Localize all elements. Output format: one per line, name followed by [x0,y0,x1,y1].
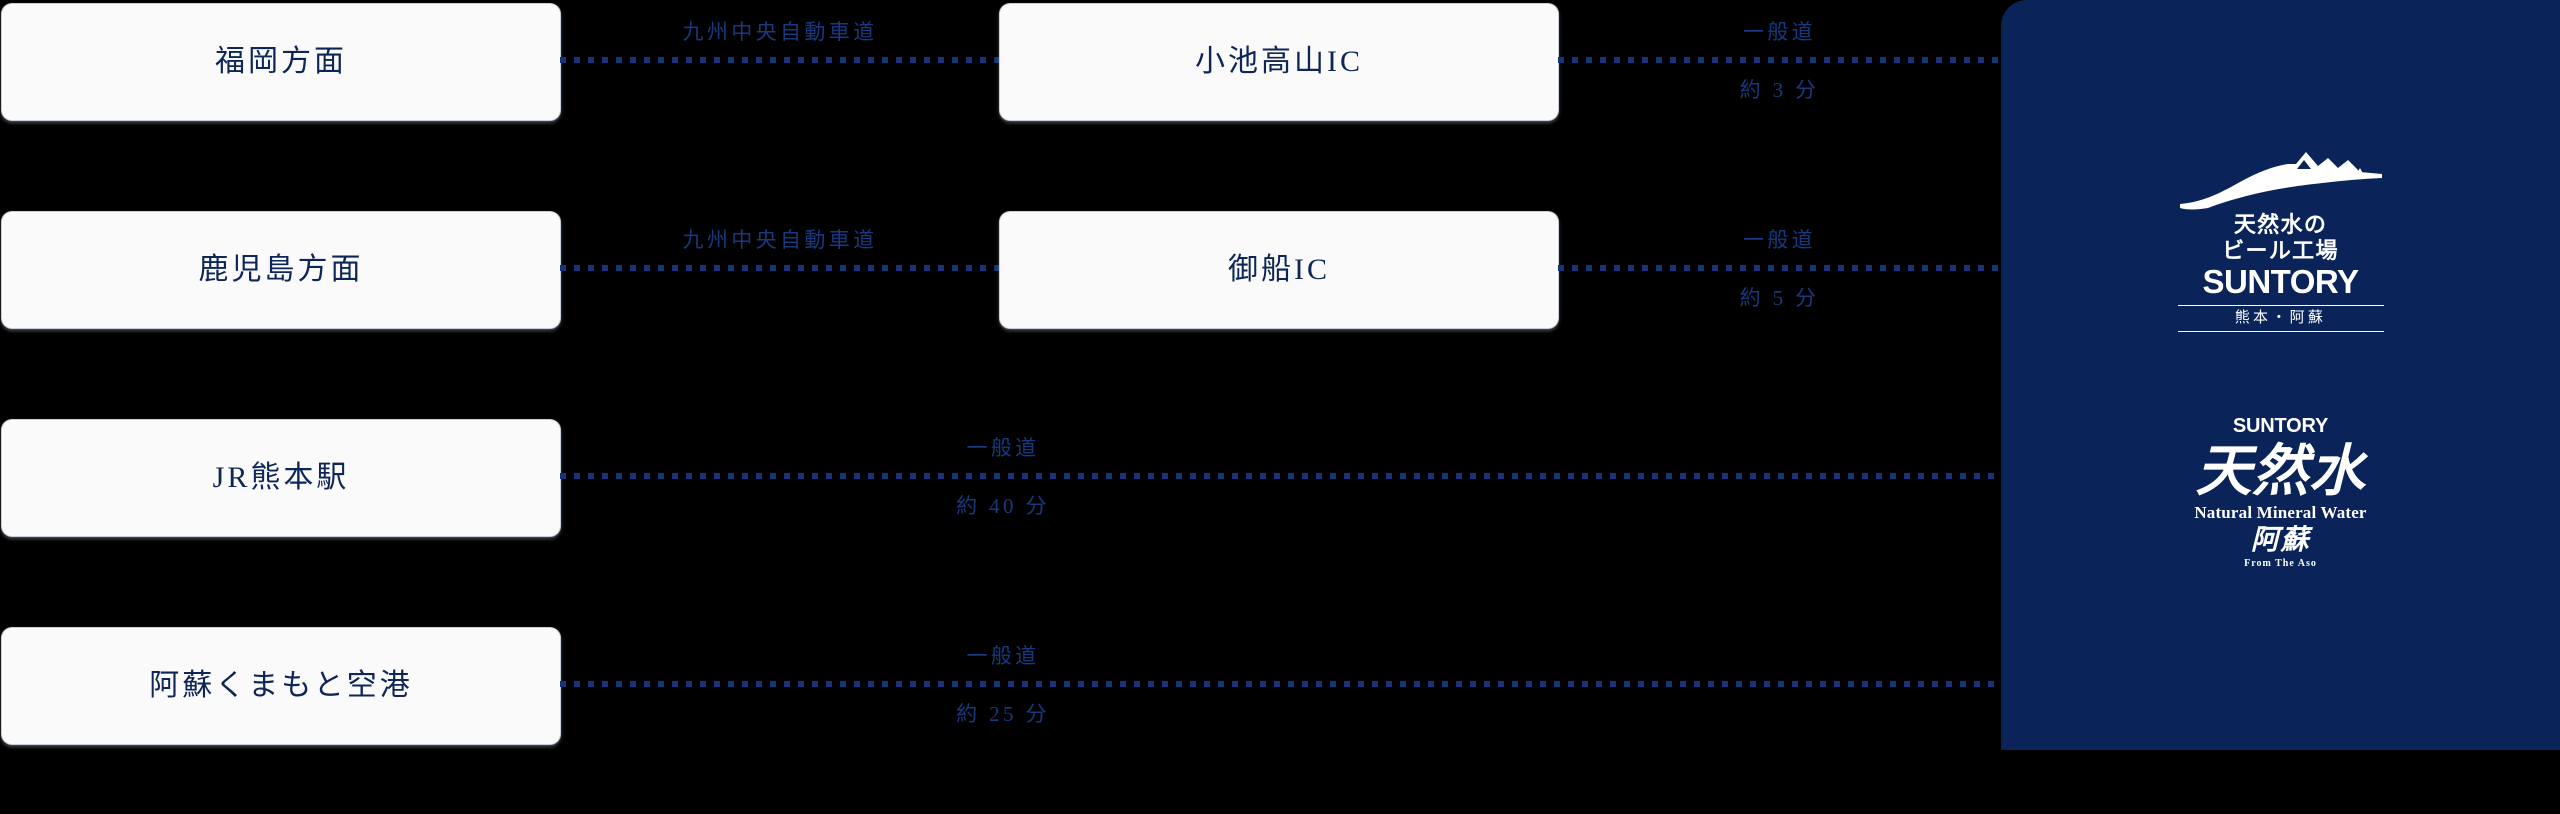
tennensui-kanji: 天然水 [2195,438,2366,504]
route-row: JR熊本駅 一般道 約 40 分 [0,416,2001,606]
brand-panel-content: 天然水の ビール工場 SUNTORY 熊本・阿蘇 SUNTORY 天然水 Nat… [2001,0,2560,750]
beer-logo-place: 熊本・阿蘇 [2234,308,2327,326]
tennensui-english: Natural Mineral Water [2194,502,2367,522]
route-list: 福岡方面 九州中央自動車道 小池高山IC 一般道 約 3 分 鹿児島方面 九州中… [0,0,2001,744]
route-link-duration-label: 約 5 分 [1739,286,1820,310]
brand-panel: 天然水の ビール工場 SUNTORY 熊本・阿蘇 SUNTORY 天然水 Nat… [2001,0,2560,750]
route-link-segment-2 [560,473,2001,479]
route-origin-label: JR熊本駅 [212,461,350,494]
route-origin-label: 福岡方面 [215,45,347,78]
route-link-segment-2 [1558,57,2001,63]
route-origin-box[interactable]: JR熊本駅 [2,420,560,536]
route-origin-label: 阿蘇くまもと空港 [149,669,413,702]
route-link-road-label: 一般道 [966,644,1040,668]
suntory-wordmark: SUNTORY [2232,415,2329,437]
route-link-road-label: 一般道 [1742,228,1817,252]
access-route-diagram: 福岡方面 九州中央自動車道 小池高山IC 一般道 約 3 分 鹿児島方面 九州中… [0,0,2560,750]
beer-logo-line-2: ビール工場 [2222,237,2339,263]
route-link-road-label: 一般道 [1742,20,1817,44]
route-link-road-label: 一般道 [966,436,1040,460]
route-origin-box[interactable]: 阿蘇くまもと空港 [2,628,560,744]
route-link-duration-label: 約 25 分 [956,702,1050,726]
mountain-wave-mark-icon [2178,152,2384,210]
route-waypoint-label: 御船IC [1228,253,1330,286]
route-waypoint-box[interactable]: 小池高山IC [1000,4,1558,120]
route-origin-box[interactable]: 福岡方面 [2,4,560,120]
route-waypoint-label: 小池高山IC [1195,45,1363,78]
route-link-segment-2 [560,681,2001,687]
route-link-segment-2 [1558,265,2001,271]
beer-logo-line-1: 天然水の [2233,212,2328,237]
route-row: 福岡方面 九州中央自動車道 小池高山IC 一般道 約 3 分 [0,0,2001,190]
route-link-segment-1 [560,265,1000,271]
logo-divider-bottom [2177,331,2384,333]
logo-divider-top [2177,304,2384,306]
suntory-wordmark: SUNTORY [2202,262,2359,300]
route-link-segment-1 [560,57,1000,63]
suntory-tennensui-logo[interactable]: SUNTORY 天然水 Natural Mineral Water 阿蘇 Fro… [2173,415,2389,569]
route-row: 鹿児島方面 九州中央自動車道 御船IC 一般道 約 5 分 [0,208,2001,398]
route-link-road-label: 九州中央自動車道 [682,20,878,44]
route-row: 阿蘇くまもと空港 一般道 約 25 分 [0,624,2001,814]
tennensui-tagline: From The Aso [2244,557,2317,569]
route-waypoint-box[interactable]: 御船IC [1000,212,1558,328]
route-link-duration-label: 約 40 分 [956,494,1050,518]
route-link-road-label: 九州中央自動車道 [682,228,878,252]
route-origin-box[interactable]: 鹿児島方面 [2,212,560,328]
aso-kanji: 阿蘇 [2250,523,2311,557]
suntory-beer-factory-logo[interactable]: 天然水の ビール工場 SUNTORY 熊本・阿蘇 [2177,152,2384,336]
route-link-duration-label: 約 3 分 [1739,78,1820,102]
route-origin-label: 鹿児島方面 [198,253,364,286]
